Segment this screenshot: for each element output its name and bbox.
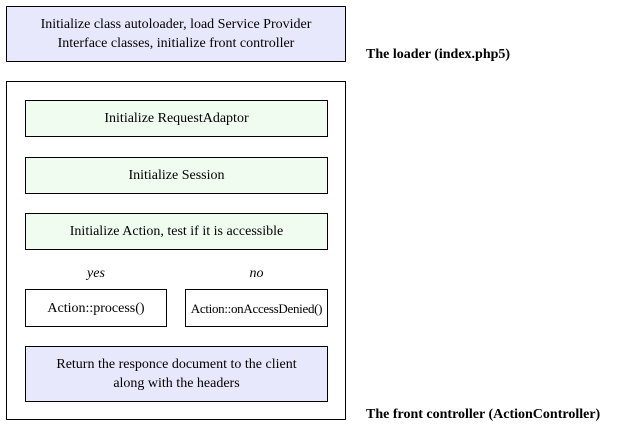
return-response-line2: along with the headers xyxy=(113,376,240,391)
loader-caption: The loader (index.php5) xyxy=(366,47,511,62)
branch-yes-label: yes xyxy=(87,266,105,281)
branch-no-label: no xyxy=(249,266,264,281)
front-controller-caption: The front controller (ActionController) xyxy=(366,407,601,422)
action-process-box: Action::process() xyxy=(25,289,167,327)
step-init-action-label: Initialize Action, test if it is accessi… xyxy=(69,224,284,239)
step-init-session: Initialize Session xyxy=(25,157,328,194)
loader-box-line2: Interface classes, initialize front cont… xyxy=(57,36,295,51)
return-response-box: Return the responce document to the clie… xyxy=(25,346,328,402)
loader-box-line1: Initialize class autoloader, load Servic… xyxy=(40,17,312,32)
return-response-line1: Return the responce document to the clie… xyxy=(56,357,297,372)
step-init-request-adaptor-label: Initialize RequestAdaptor xyxy=(104,111,249,126)
loader-box: Initialize class autoloader, load Servic… xyxy=(6,6,346,62)
step-init-session-label: Initialize Session xyxy=(128,168,225,183)
action-access-denied-label: Action::onAccessDenied() xyxy=(190,300,323,316)
step-init-action: Initialize Action, test if it is accessi… xyxy=(25,213,328,250)
action-access-denied-box: Action::onAccessDenied() xyxy=(185,289,328,327)
action-process-label: Action::process() xyxy=(47,300,145,316)
step-init-request-adaptor: Initialize RequestAdaptor xyxy=(25,100,328,137)
